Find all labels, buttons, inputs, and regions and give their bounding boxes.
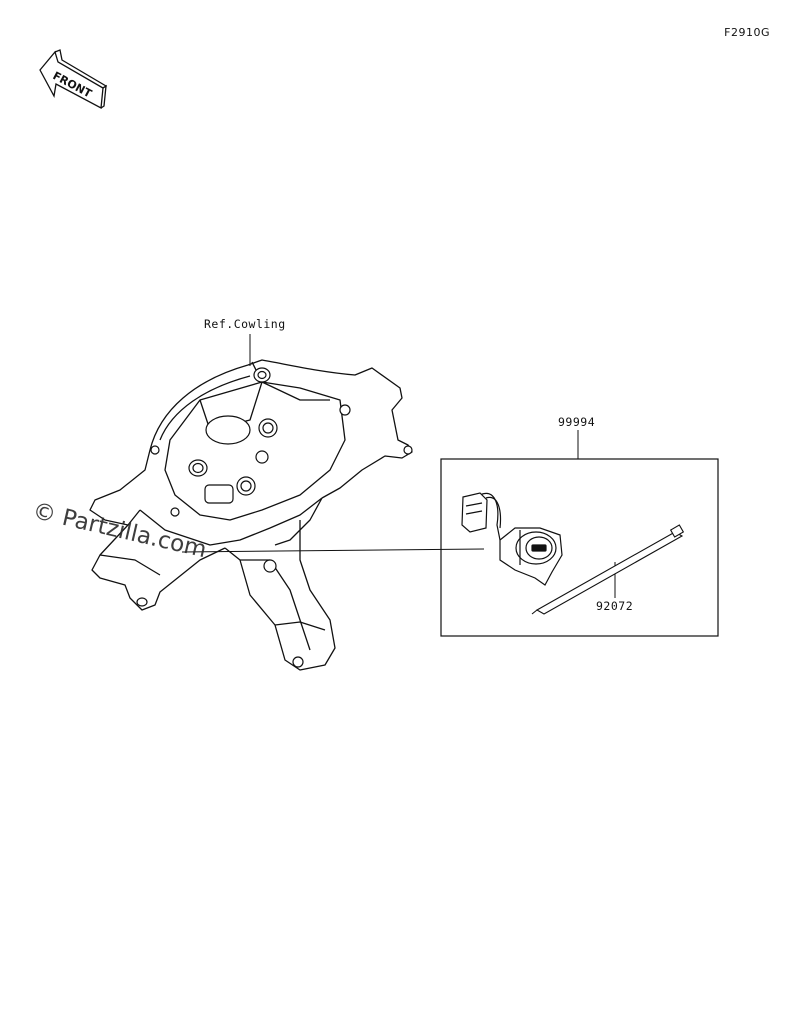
bracket-holes [136, 367, 413, 668]
parts-kit-box [440, 458, 719, 637]
cable-tie [531, 524, 685, 615]
cowling-bracket [89, 359, 413, 671]
figure-code: F2910G [724, 26, 770, 39]
power-socket [461, 492, 563, 586]
part-number-99994: 99994 [558, 415, 596, 429]
front-arrow-icon: FRONT [39, 49, 108, 110]
part-number-92072: 92072 [596, 599, 634, 613]
ref-cowling-label: Ref.Cowling [204, 317, 286, 331]
